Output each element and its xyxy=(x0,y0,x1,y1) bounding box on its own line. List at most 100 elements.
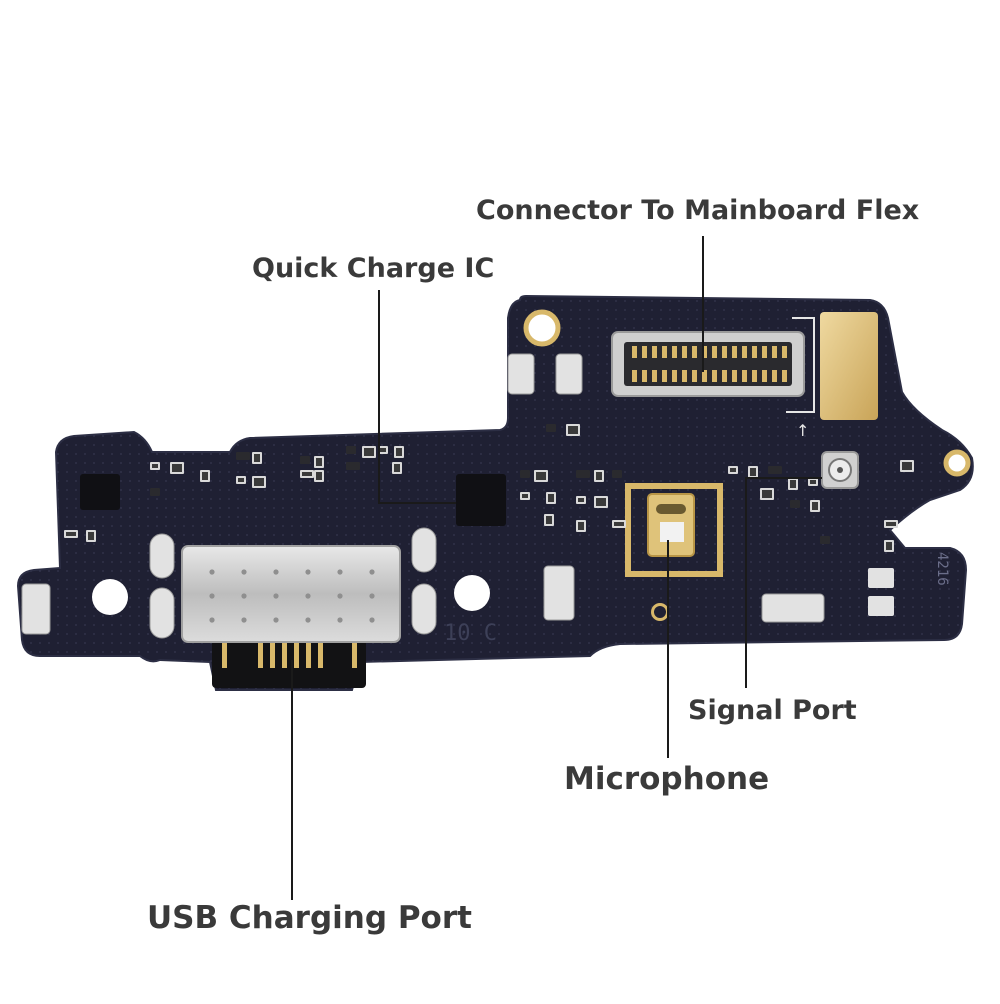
smd-body xyxy=(546,516,552,524)
shell-dimple xyxy=(209,617,215,623)
smd-body xyxy=(812,502,818,510)
shell-dimple xyxy=(241,593,247,599)
smd-body xyxy=(762,490,772,498)
shell-dimple xyxy=(273,617,279,623)
connector-pin xyxy=(672,370,677,382)
connector-pin xyxy=(762,370,767,382)
smd-body xyxy=(238,478,244,482)
smd-component xyxy=(346,462,360,470)
smd-body xyxy=(172,464,182,472)
smd-body xyxy=(66,532,76,536)
usb-contact xyxy=(282,640,287,668)
smd-body xyxy=(316,458,322,466)
connector-pins xyxy=(632,346,787,382)
mainboard-flex-connector xyxy=(611,331,805,397)
smd-body xyxy=(302,472,312,476)
smd-body xyxy=(730,468,736,472)
contact-pad xyxy=(868,596,894,616)
contact-pad xyxy=(411,583,437,635)
connector-pin xyxy=(682,370,687,382)
smd-component xyxy=(576,470,590,478)
ic-chip xyxy=(80,474,120,510)
usb-shell-dimples xyxy=(209,569,375,623)
smd-body xyxy=(364,448,374,456)
smd-body xyxy=(750,468,756,476)
contact-pad xyxy=(149,587,175,639)
connector-pin xyxy=(732,346,737,358)
usb-contact xyxy=(318,640,323,668)
leader-line-signal-port xyxy=(745,477,822,688)
smd-body xyxy=(536,472,546,480)
connector-pin xyxy=(652,370,657,382)
usb-contact xyxy=(294,640,299,668)
contact-pad xyxy=(21,583,51,635)
connector-pin xyxy=(692,370,697,382)
smd-component xyxy=(820,536,830,544)
smd-component xyxy=(546,424,556,432)
mounting-hole xyxy=(523,309,561,347)
smd-body xyxy=(568,426,578,434)
shell-dimple xyxy=(337,593,343,599)
contact-pad xyxy=(868,568,894,588)
shell-dimple xyxy=(273,593,279,599)
connector-pin xyxy=(712,370,717,382)
connector-pin xyxy=(722,370,727,382)
contact-pad xyxy=(543,565,575,621)
connector-pin xyxy=(742,346,747,358)
smd-body xyxy=(152,464,158,468)
shell-dimple xyxy=(209,593,215,599)
connector-pin xyxy=(672,346,677,358)
contact-pad xyxy=(411,527,437,573)
connector-pin xyxy=(752,370,757,382)
shell-dimple xyxy=(273,569,279,575)
shell-dimple xyxy=(305,593,311,599)
contact-pad xyxy=(507,353,535,395)
usb-contact xyxy=(222,640,227,668)
usb-contact xyxy=(306,640,311,668)
connector-pin xyxy=(732,370,737,382)
connector-pin xyxy=(662,346,667,358)
smd-body xyxy=(810,480,816,484)
smd-body xyxy=(578,522,584,530)
smd-body xyxy=(578,498,584,502)
connector-pin xyxy=(772,370,777,382)
contact-pad xyxy=(761,593,825,623)
silkscreen-arrow: ↑ xyxy=(796,421,809,440)
board-silkscreen-right: 4216 xyxy=(934,552,950,586)
smd-body xyxy=(522,494,528,498)
smd-body xyxy=(88,532,94,540)
mounting-hole xyxy=(92,579,128,615)
smd-body xyxy=(254,478,264,486)
smd-body xyxy=(394,464,400,472)
silkscreen-bracket xyxy=(786,317,815,413)
shell-dimple xyxy=(241,617,247,623)
shield-pad xyxy=(820,312,878,420)
smd-body xyxy=(902,462,912,470)
signal-port-component xyxy=(821,451,859,489)
connector-pin xyxy=(752,346,757,358)
connector-pin xyxy=(682,346,687,358)
smd-component xyxy=(150,488,160,496)
connector-pin xyxy=(742,370,747,382)
smd-component xyxy=(346,446,356,454)
shell-dimple xyxy=(369,569,375,575)
smd-body xyxy=(886,542,892,550)
smd-component xyxy=(300,456,310,464)
smd-body xyxy=(596,472,602,480)
connector-pin xyxy=(712,346,717,358)
smd-component xyxy=(520,470,530,478)
connector-pin xyxy=(772,346,777,358)
smd-component xyxy=(236,452,250,460)
shell-dimple xyxy=(241,569,247,575)
shell-dimple xyxy=(369,593,375,599)
smd-body xyxy=(548,494,554,502)
shell-dimple xyxy=(337,569,343,575)
smd-body xyxy=(316,472,322,480)
connector-pin xyxy=(702,346,707,358)
contact-pads xyxy=(21,353,894,639)
shell-dimple xyxy=(337,617,343,623)
quick-charge-ic-chip xyxy=(456,474,506,526)
usb-c-port xyxy=(181,545,401,688)
